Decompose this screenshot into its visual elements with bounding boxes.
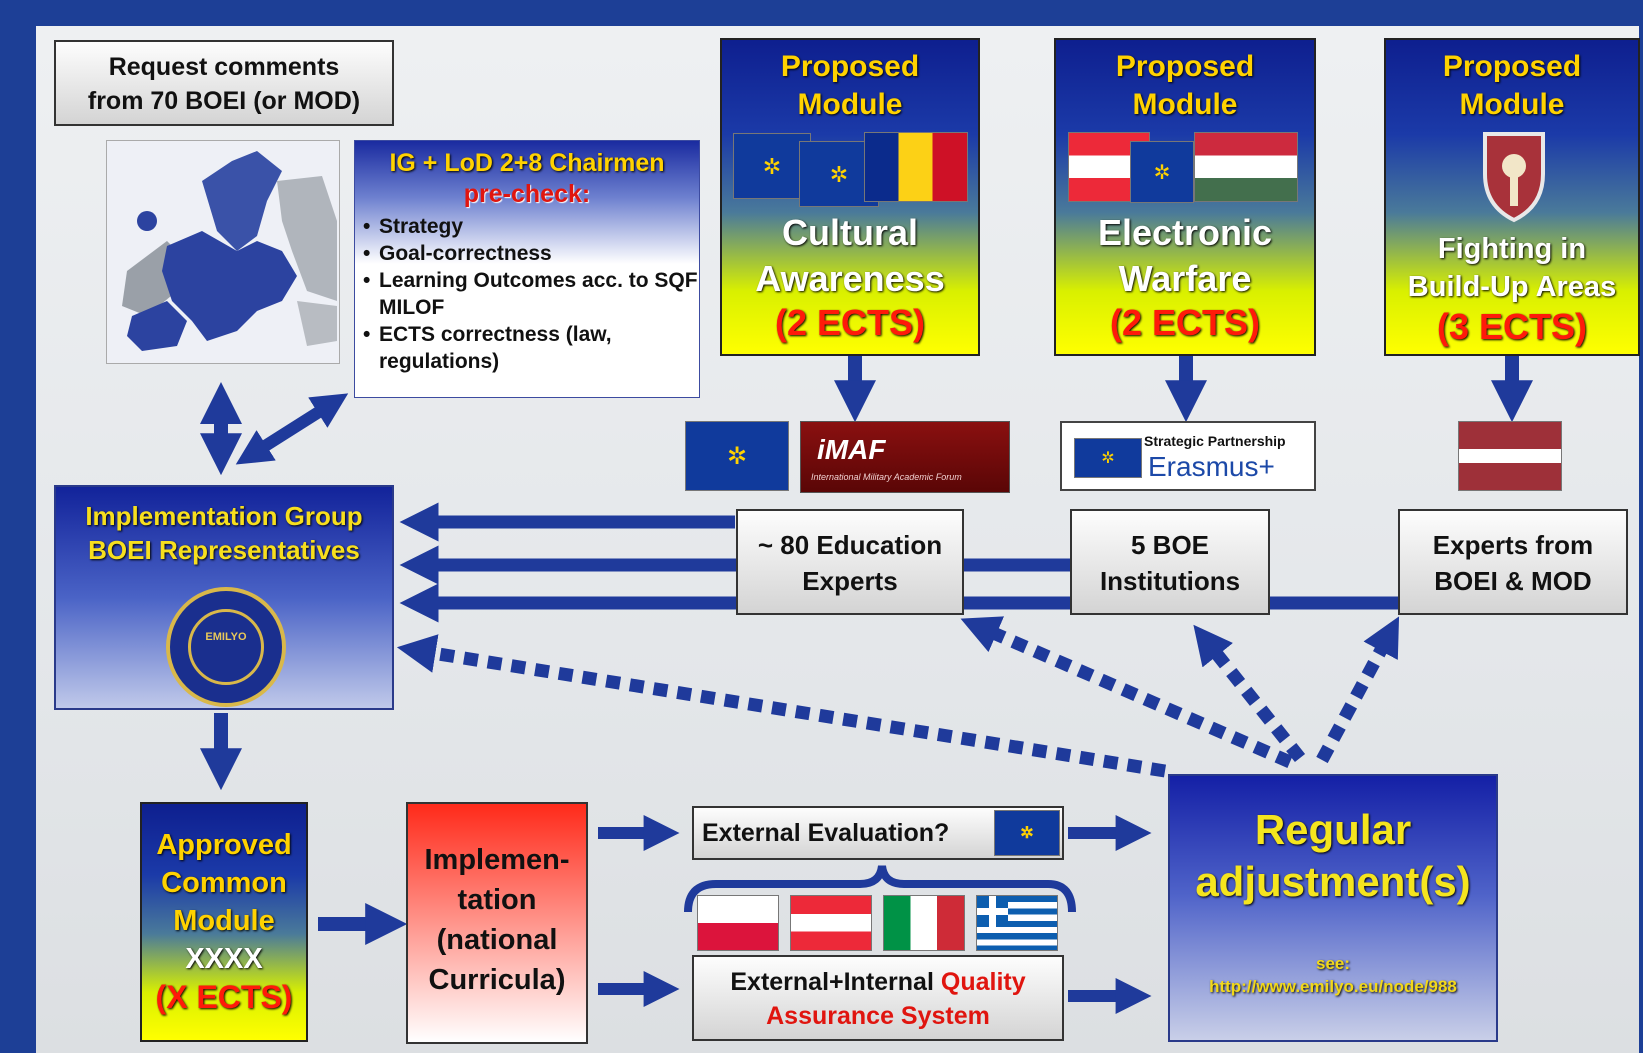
dashed-arrow-regular-boe	[1193, 624, 1306, 763]
request-line1: Request comments	[108, 53, 340, 81]
module-fighting-build-up: Proposed Module Fighting in Build-Up Are…	[1384, 38, 1640, 356]
regular-adjustments-box: Regular adjustment(s) see: http://www.em…	[1168, 774, 1498, 1042]
experts-line1: ~ 80 Education	[757, 530, 943, 560]
emilyo-seal-icon: EMILYO	[166, 587, 286, 707]
precheck-item: Strategy	[361, 213, 699, 240]
module-name-1: Electronic	[1097, 212, 1273, 253]
austria-flag	[790, 895, 872, 951]
module-name-1: Fighting in	[1437, 233, 1587, 265]
module-header-1: Proposed	[1442, 50, 1582, 83]
module-name-1: Cultural	[781, 212, 918, 253]
implementation-group-box: Implementation Group BOEI Representative…	[54, 485, 394, 710]
approved-line2: Common	[161, 867, 287, 899]
module-header-2: Module	[1132, 88, 1238, 121]
quality-assurance-box: External+Internal Quality Assurance Syst…	[692, 955, 1064, 1041]
curly-brace	[684, 865, 1076, 913]
module-header-1: Proposed	[780, 50, 920, 83]
dashed-arrow-regular-boei	[1316, 616, 1400, 764]
qa-part3: Assurance System	[766, 1002, 990, 1030]
italy-flag	[883, 895, 965, 951]
module-ects: (2 ECTS)	[1109, 302, 1260, 343]
precheck-item: ECTS correctness (law, regulations)	[361, 321, 699, 375]
eu-flag: ✲	[733, 133, 811, 199]
implementation-box: Implemen- tation (national Curricula)	[406, 802, 588, 1044]
education-experts-box: ~ 80 Education Experts	[736, 509, 964, 615]
precheck-subtitle: pre-check:	[463, 180, 591, 208]
erasmus-name: Erasmus+	[1148, 451, 1275, 482]
impl-line3: (national	[436, 924, 558, 956]
europe-map-svg	[107, 141, 339, 363]
eu-flag: ✲	[994, 810, 1060, 856]
boe-line2: Institutions	[1099, 566, 1241, 596]
experts-line2: Experts	[802, 566, 898, 596]
impl-line1: Implemen-	[424, 844, 570, 876]
erasmus-title: Strategic Partnership	[1144, 433, 1286, 449]
qa-line1: External+Internal Quality	[694, 965, 1062, 999]
module-name-2: Awareness	[755, 258, 945, 299]
module-name-2: Warfare	[1118, 258, 1252, 299]
imaf-logo: iMAF International Military Academic For…	[800, 421, 1010, 493]
precheck-list: Strategy Goal-correctness Learning Outco…	[355, 213, 699, 375]
crest-area	[1386, 124, 1638, 230]
boe-line1: 5 BOE	[1130, 530, 1210, 560]
regular-url: http://www.emilyo.eu/node/988	[1209, 977, 1457, 996]
module-header-2: Module	[797, 88, 903, 121]
impl-line2: tation	[457, 884, 537, 916]
boe-institutions-box: 5 BOE Institutions	[1070, 509, 1270, 615]
emilyo-seal-text: EMILYO	[205, 631, 247, 643]
precheck-item: Goal-correctness	[361, 240, 699, 267]
latvia-flag	[1458, 421, 1562, 491]
precheck-item: Learning Outcomes acc. to SQF MILOF	[361, 267, 699, 321]
request-comments-box: Request comments from 70 BOEI (or MOD)	[54, 40, 394, 126]
hungary-flag	[1194, 132, 1298, 202]
module-name-2: Build-Up Areas	[1407, 271, 1617, 303]
imaf-title: iMAF	[817, 434, 886, 465]
external-evaluation-label: External Evaluation?	[702, 819, 950, 847]
erasmus-logo: ✲ Strategic Partnership Erasmus+	[1060, 421, 1316, 491]
ig-line2: BOEI Representatives	[88, 535, 360, 565]
module-ects: (3 ECTS)	[1436, 306, 1587, 347]
approved-line4: XXXX	[185, 943, 263, 975]
ig-line1: Implementation Group	[85, 501, 363, 531]
module-ects: (2 ECTS)	[774, 302, 925, 343]
boei-mod-line1: Experts from	[1432, 530, 1594, 560]
module-header-1: Proposed	[1115, 50, 1255, 83]
europe-map	[106, 140, 340, 364]
precheck-title: IG + LoD 2+8 Chairmen	[389, 149, 665, 177]
boei-mod-line2: BOEI & MOD	[1434, 566, 1592, 596]
boei-mod-experts-box: Experts from BOEI & MOD	[1398, 509, 1628, 615]
precheck-box: IG + LoD 2+8 Chairmen pre-check: Strateg…	[354, 140, 700, 398]
approved-module-box: Approved Common Module XXXX (X ECTS)	[140, 802, 308, 1042]
approved-line3: Module	[173, 905, 275, 937]
military-crest-icon	[1483, 132, 1545, 223]
arrow-precheck-ig	[235, 393, 349, 465]
regular-line1: Regular	[1254, 806, 1412, 853]
qa-part2: Quality	[940, 968, 1026, 996]
eu-logo: ✲	[685, 421, 789, 491]
dashed-arrow-regular-experts	[960, 616, 1293, 768]
poland-flag	[697, 895, 779, 951]
external-evaluation-box: External Evaluation? ✲	[692, 806, 1064, 860]
regular-see: see:	[1315, 954, 1351, 973]
approved-line5: (X ECTS)	[155, 979, 293, 1015]
request-line2: from 70 BOEI (or MOD)	[87, 87, 361, 115]
eu-flag: ✲	[1074, 438, 1142, 478]
impl-line4: Curricula)	[428, 964, 566, 996]
approved-line1: Approved	[156, 829, 292, 861]
module-header-2: Module	[1459, 88, 1565, 121]
romania-flag	[864, 132, 968, 202]
eu-flag: ✲	[1130, 141, 1194, 203]
imaf-subtitle: International Military Academic Forum	[811, 472, 962, 482]
dashed-arrow-regular-ig	[396, 634, 1167, 778]
qa-part1: External+Internal	[730, 968, 934, 996]
regular-line2: adjustment(s)	[1195, 858, 1471, 905]
greece-flag	[976, 895, 1058, 951]
